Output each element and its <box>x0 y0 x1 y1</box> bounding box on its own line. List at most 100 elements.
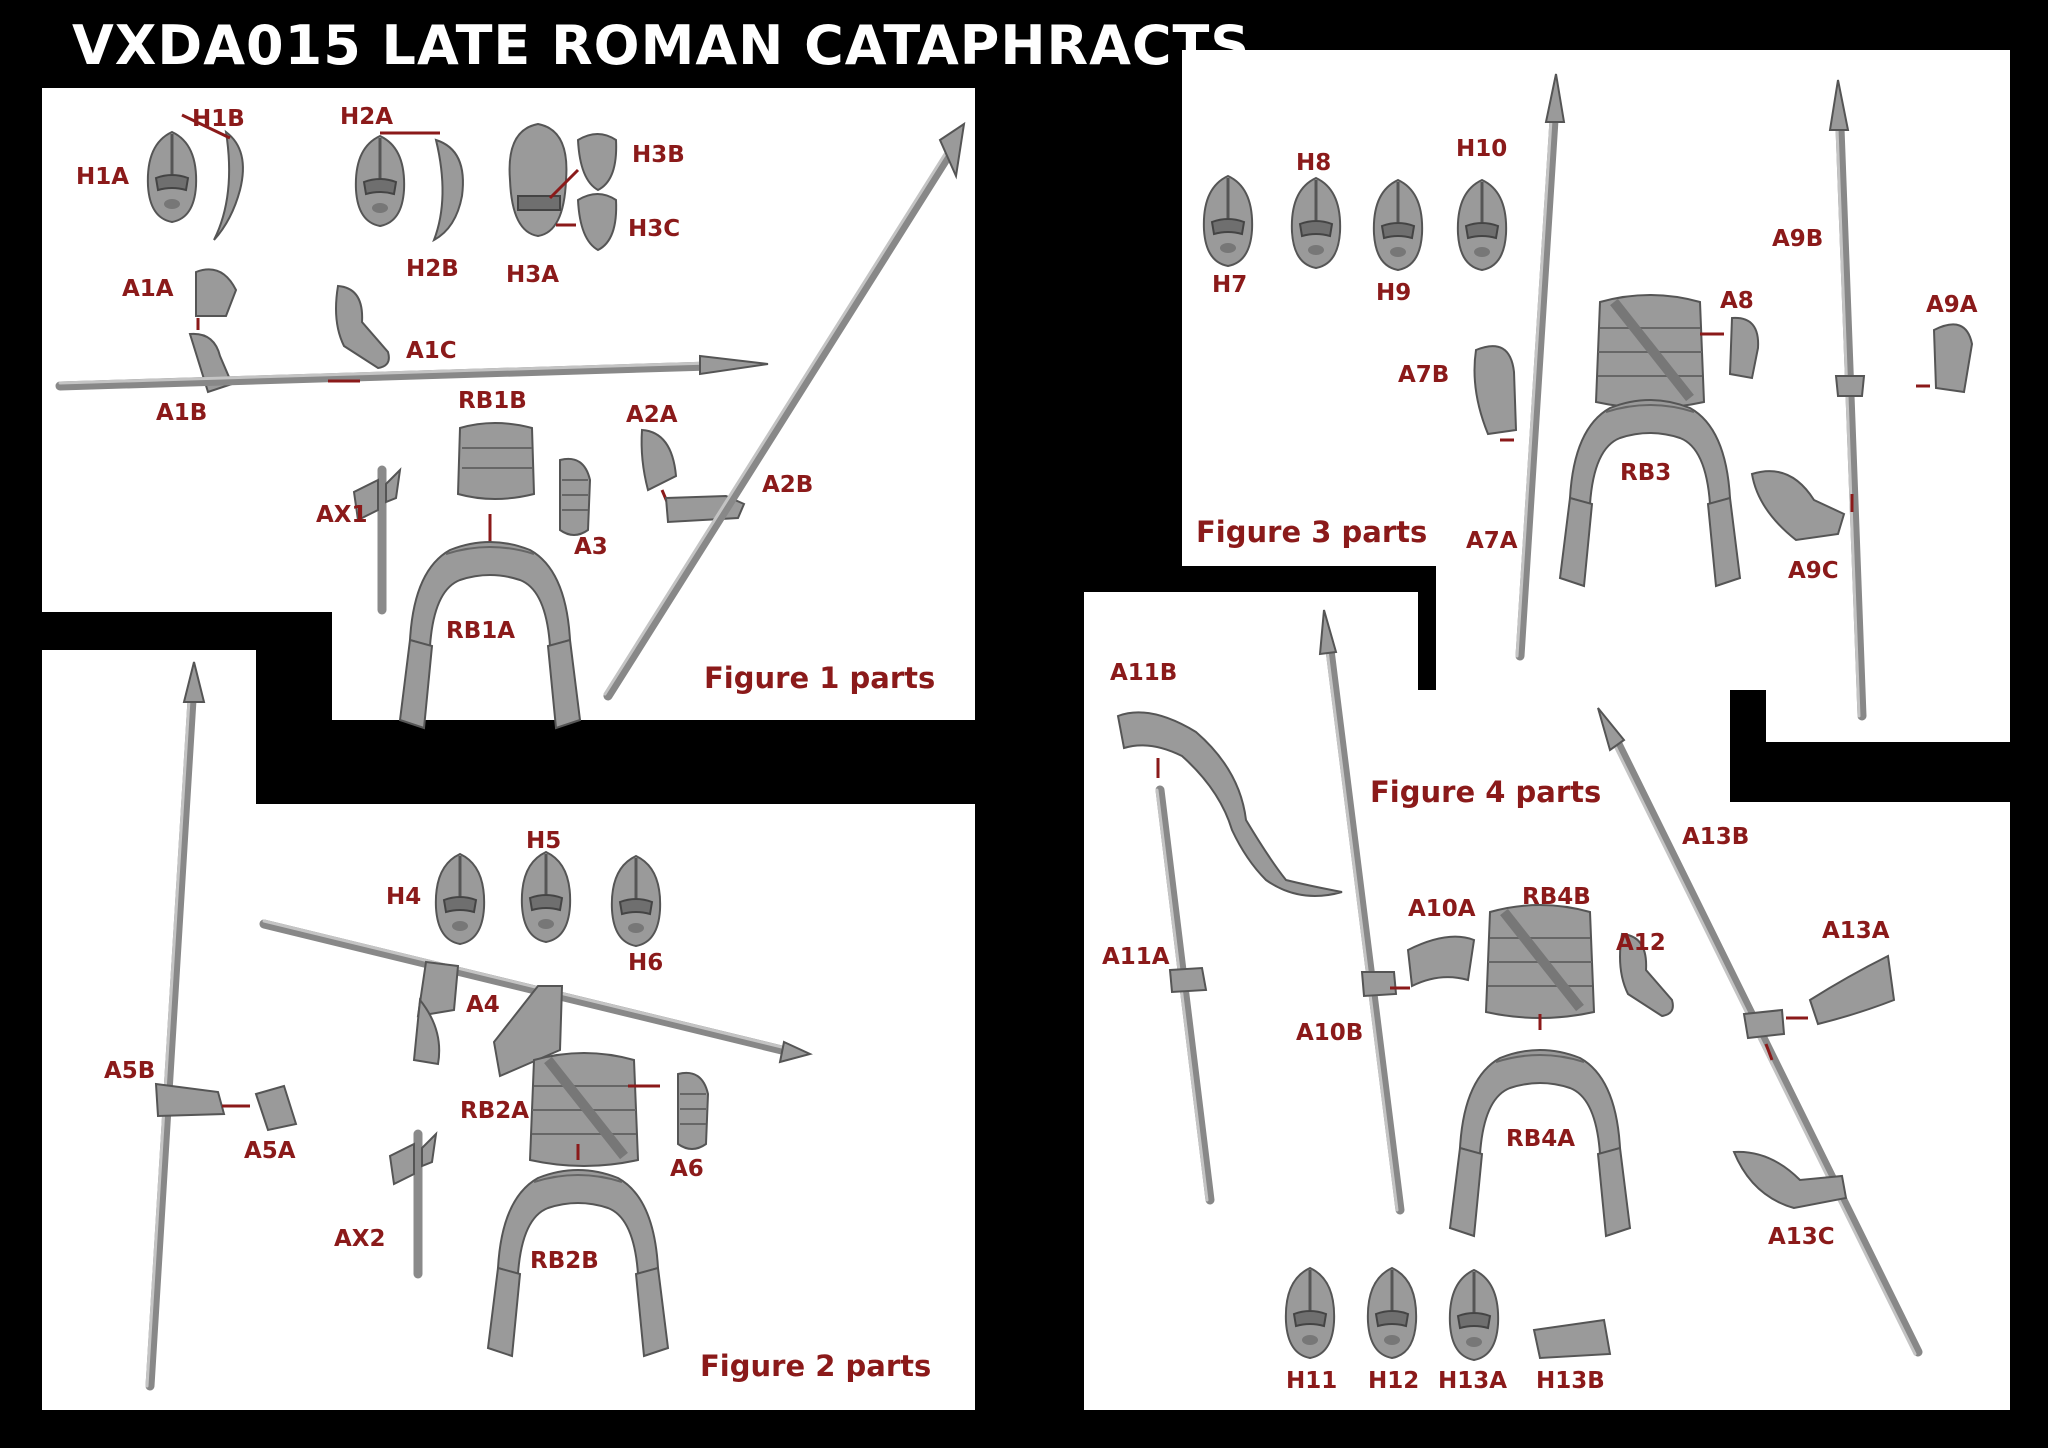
label-a1b: A1B <box>156 400 207 426</box>
label-h12: H12 <box>1368 1368 1419 1394</box>
lance-a2b <box>603 151 953 701</box>
torso-rb2a <box>530 1053 638 1166</box>
label-rb2b: RB2B <box>530 1248 599 1274</box>
label-a9c: A9C <box>1788 558 1839 584</box>
torso-rb1b <box>456 422 536 500</box>
lance-a7a <box>1515 115 1559 661</box>
label-a2a: A2A <box>626 402 678 428</box>
label-h9: H9 <box>1376 280 1411 306</box>
arm-a6 <box>677 1071 709 1150</box>
arm-a10a <box>1406 935 1476 988</box>
arm-a9c <box>1750 470 1846 542</box>
label-a1c: A1C <box>406 338 457 364</box>
figure3-parts: H8 H10 H7 H9 A9B A8 A9A A7B RB3 A7A A9C … <box>1196 73 1978 721</box>
arm-a7b <box>1473 345 1518 436</box>
arm-a13c <box>1732 1150 1848 1210</box>
figure2-parts: H4 H5 H6 A4 A5B A5A RB2A A6 AX2 RB2B Fig… <box>104 661 931 1391</box>
label-h10: H10 <box>1456 136 1507 162</box>
label-h6: H6 <box>628 950 663 976</box>
lance-a1 <box>55 361 715 391</box>
label-h4: H4 <box>386 884 421 910</box>
label-h3b: H3B <box>632 142 685 168</box>
hand-a4-right <box>492 985 564 1078</box>
label-rb4a: RB4A <box>1506 1126 1575 1152</box>
label-a13a: A13A <box>1822 918 1890 944</box>
label-ax2: AX2 <box>334 1226 386 1252</box>
label-a5b: A5B <box>104 1058 155 1084</box>
label-h1a: H1A <box>76 164 129 190</box>
label-a3: A3 <box>574 534 608 560</box>
label-a6: A6 <box>670 1156 704 1182</box>
crest-h1b <box>213 129 244 241</box>
helmet-h8 <box>1290 176 1342 270</box>
caption-figure1: Figure 1 parts <box>704 661 935 695</box>
mask-h3b <box>576 133 618 192</box>
hand-a4-left <box>416 960 460 1018</box>
figure4-parts: A11B Figure 4 parts A13B A10A RB4B A12 A… <box>1102 609 1923 1394</box>
helmet-h5 <box>520 850 572 944</box>
arm-a5a <box>254 1084 298 1132</box>
label-a9a: A9A <box>1926 292 1978 318</box>
figure1-panel <box>42 88 975 720</box>
label-a5a: A5A <box>244 1138 296 1164</box>
figure1-parts: H1B H1A H2A H2B H3A H3B H3C A1A A1C A1B … <box>55 104 966 729</box>
draco-a11b <box>1116 711 1343 897</box>
label-a1a: A1A <box>122 276 174 302</box>
label-a13c: A13C <box>1768 1224 1835 1250</box>
label-a4: A4 <box>466 992 500 1018</box>
label-a12: A12 <box>1616 930 1666 956</box>
label-h13a: H13A <box>1438 1368 1507 1394</box>
torso-rb3 <box>1596 295 1704 408</box>
helmet-h1a <box>146 130 198 224</box>
label-ax1: AX1 <box>316 502 368 528</box>
label-a10b: A10B <box>1296 1020 1363 1046</box>
label-a9b: A9B <box>1772 226 1823 252</box>
torso-rb4b <box>1486 905 1594 1018</box>
label-a11a: A11A <box>1102 944 1170 970</box>
lance-a10b <box>1325 645 1405 1215</box>
arm-a8 <box>1728 316 1760 380</box>
label-h2a: H2A <box>340 104 393 130</box>
caption-figure4: Figure 4 parts <box>1370 775 1601 809</box>
helmet-h2a <box>354 134 406 228</box>
helmet-h6 <box>610 854 662 948</box>
helmet-h13a <box>1448 1268 1500 1362</box>
arm-a9a <box>1932 323 1974 394</box>
label-h3a: H3A <box>506 262 559 288</box>
label-a10a: A10A <box>1408 896 1476 922</box>
caption-figure2: Figure 2 parts <box>700 1349 931 1383</box>
label-a7b: A7B <box>1398 362 1449 388</box>
label-a2b: A2B <box>762 472 813 498</box>
plume-h13b <box>1532 1318 1612 1360</box>
helmet-h9 <box>1372 178 1424 272</box>
hand-a13b <box>1742 1008 1786 1040</box>
label-a8: A8 <box>1720 288 1754 314</box>
caption-figure3: Figure 3 parts <box>1196 515 1427 549</box>
label-rb1b: RB1B <box>458 388 527 414</box>
helmet-h3a <box>508 122 568 238</box>
label-h13b: H13B <box>1536 1368 1605 1394</box>
label-a7a: A7A <box>1466 528 1518 554</box>
arm-a3 <box>559 457 591 536</box>
lance-a5b <box>145 695 197 1391</box>
arm-a2a <box>640 428 678 492</box>
crest-h2b <box>432 138 464 243</box>
label-h7: H7 <box>1212 272 1247 298</box>
helmet-h10 <box>1456 178 1508 272</box>
lance-a4 <box>259 919 795 1057</box>
label-h5: H5 <box>526 828 561 854</box>
arm-a1a <box>195 268 238 317</box>
label-h2b: H2B <box>406 256 459 282</box>
label-rb4b: RB4B <box>1522 884 1591 910</box>
label-h8: H8 <box>1296 150 1331 176</box>
hand-a9b <box>1834 375 1866 397</box>
label-rb2a: RB2A <box>460 1098 529 1124</box>
mask-h3c <box>576 193 618 252</box>
label-h1b: H1B <box>192 106 245 132</box>
helmet-h12 <box>1366 1266 1418 1360</box>
label-a13b: A13B <box>1682 824 1749 850</box>
helmet-h7 <box>1202 174 1254 268</box>
label-a11b: A11B <box>1110 660 1177 686</box>
label-rb1a: RB1A <box>446 618 515 644</box>
arm-a13a <box>1808 954 1896 1026</box>
